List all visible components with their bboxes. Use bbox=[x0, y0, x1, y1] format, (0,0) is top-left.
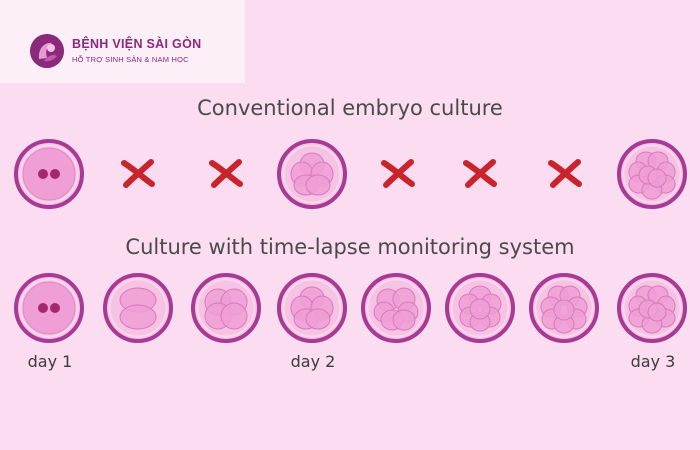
embryo-timelapse-stage-wrap bbox=[13, 272, 85, 344]
pronucleus bbox=[50, 169, 60, 179]
not-observed-cross bbox=[548, 159, 582, 188]
day-2-label: day 2 bbox=[290, 352, 336, 371]
blastomere bbox=[469, 298, 491, 320]
blastomere bbox=[647, 168, 667, 188]
embryo-timelapse-stage bbox=[103, 273, 173, 343]
pronucleus bbox=[38, 303, 48, 313]
not-observed-cross-wrap bbox=[462, 158, 498, 188]
embryo-timelapse-stage-wrap bbox=[276, 272, 348, 344]
brand-name: BỆNH VIỆN SÀI GÒN bbox=[72, 37, 202, 51]
time-lapse-culture-title: Culture with time-lapse monitoring syste… bbox=[125, 235, 575, 259]
embryo-timelapse-stage-wrap bbox=[360, 272, 432, 344]
blastomere bbox=[553, 299, 575, 321]
embryo-timelapse-stage-wrap bbox=[528, 272, 600, 344]
not-observed-cross-wrap bbox=[208, 158, 244, 188]
blastomere bbox=[220, 302, 248, 330]
embryo-timelapse-stage-wrap bbox=[102, 272, 174, 344]
blastomere bbox=[305, 308, 331, 330]
embryo-timelapse-stage-wrap bbox=[616, 272, 688, 344]
embryo-timelapse-stage bbox=[617, 273, 687, 343]
not-observed-cross bbox=[121, 159, 155, 188]
embryo-timelapse-stage bbox=[361, 273, 431, 343]
embryo-day1-conventional bbox=[14, 139, 84, 209]
embryo-day2-conventional bbox=[277, 139, 347, 209]
day-3-label: day 3 bbox=[630, 352, 676, 371]
embryo-timelapse-stage-wrap bbox=[444, 272, 516, 344]
embryo-timelapse-stage bbox=[445, 273, 515, 343]
not-observed-cross-wrap bbox=[380, 158, 416, 188]
brand-tagline: HỖ TRỢ SINH SẢN & NAM HỌC bbox=[72, 55, 189, 64]
pronucleus bbox=[50, 303, 60, 313]
blastomere bbox=[305, 174, 331, 196]
embryo-day1-conventional-wrap bbox=[13, 138, 85, 210]
not-observed-cross bbox=[381, 159, 415, 188]
blastomere bbox=[392, 309, 416, 331]
pronucleus bbox=[38, 169, 48, 179]
header-banner: BỆNH VIỆN SÀI GÒN HỖ TRỢ SINH SẢN & NAM … bbox=[0, 0, 245, 83]
not-observed-cross bbox=[209, 159, 243, 188]
embryo-timelapse-stage bbox=[529, 273, 599, 343]
conventional-culture-title: Conventional embryo culture bbox=[197, 96, 503, 120]
blastomere bbox=[647, 302, 667, 322]
embryo-timelapse-stage bbox=[191, 273, 261, 343]
not-observed-cross-wrap bbox=[120, 158, 156, 188]
embryo-timelapse-stage bbox=[14, 273, 84, 343]
blastomere bbox=[119, 304, 157, 330]
embryo-timelapse-stage-wrap bbox=[190, 272, 262, 344]
embryo-day3-conventional bbox=[617, 139, 687, 209]
not-observed-cross-wrap bbox=[547, 158, 583, 188]
embryo-day2-conventional-wrap bbox=[276, 138, 348, 210]
not-observed-cross bbox=[463, 159, 497, 188]
day-1-label: day 1 bbox=[27, 352, 73, 371]
embryo-day3-conventional-wrap bbox=[616, 138, 688, 210]
hospital-logo bbox=[30, 34, 64, 68]
embryo-timelapse-stage bbox=[277, 273, 347, 343]
